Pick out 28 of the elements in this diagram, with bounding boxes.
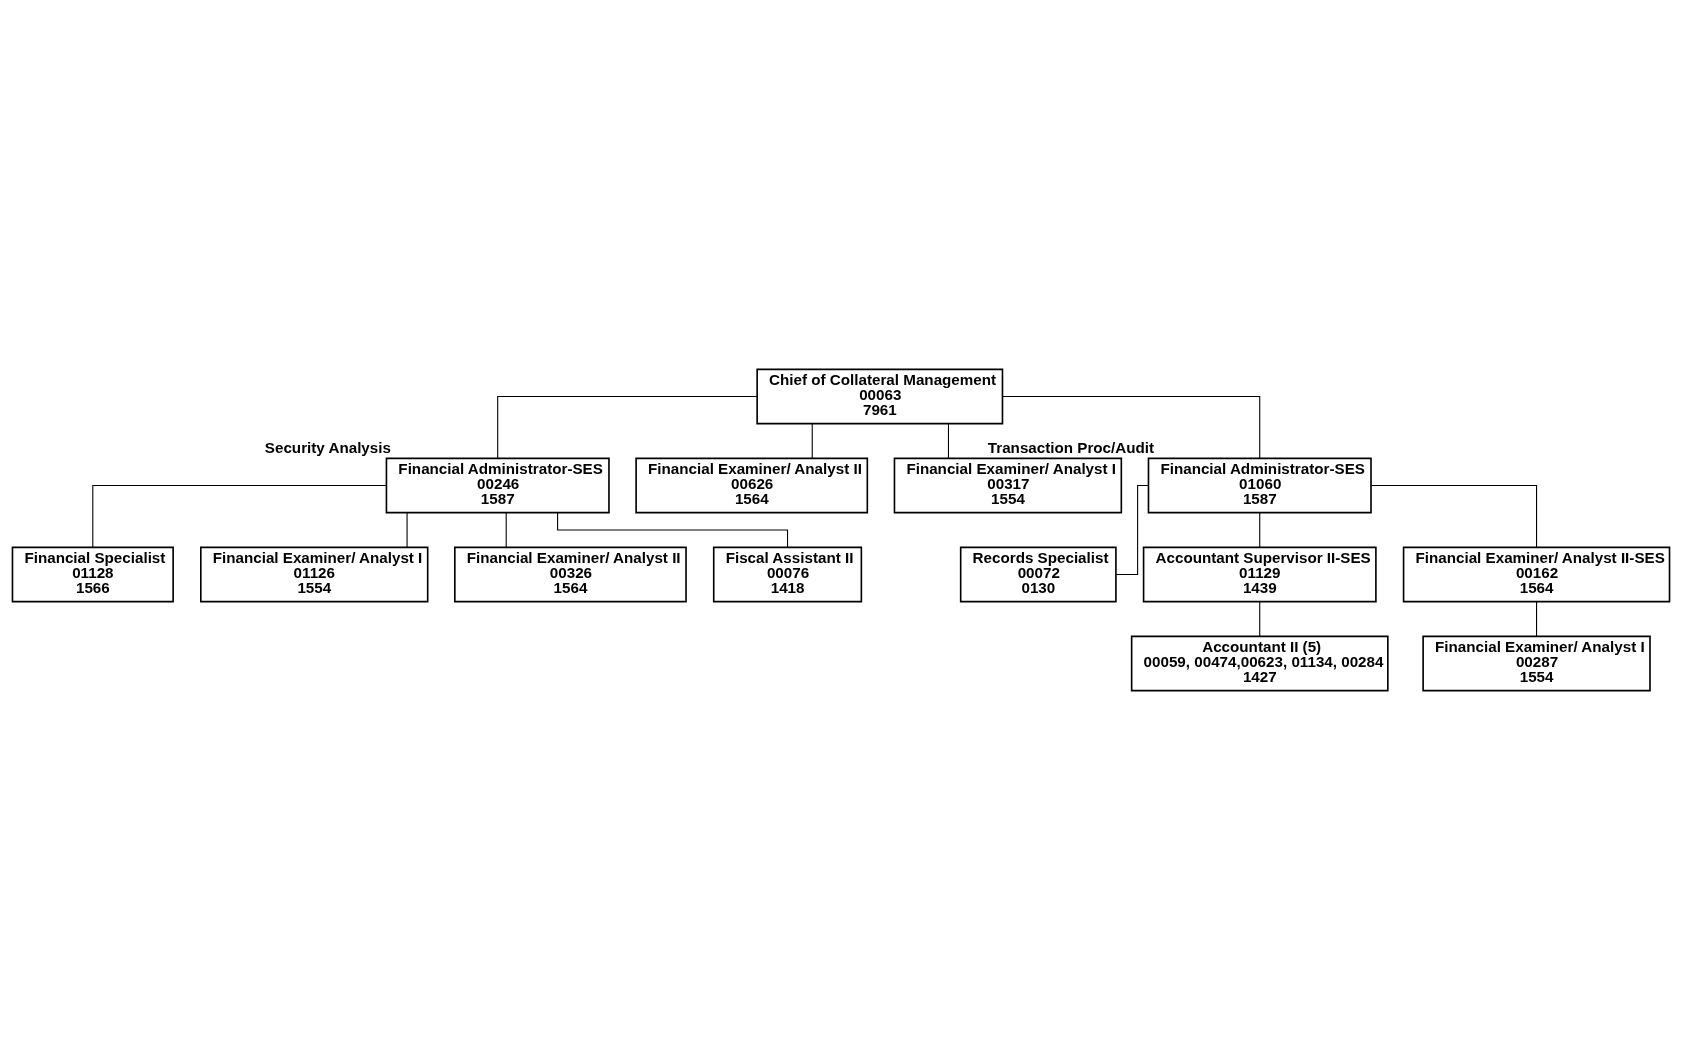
connector (92, 484, 387, 548)
connector (1002, 395, 1261, 459)
connector (1259, 512, 1261, 548)
node-box: Financial Examiner/ Analyst I 01126 1554 (200, 546, 429, 603)
connector (1536, 601, 1538, 637)
node-label: Security Analysis (264, 439, 391, 457)
node-box: Financial Examiner/ Analyst I 00317 1554 (893, 457, 1123, 514)
connector (406, 512, 408, 548)
node-box: Financial Examiner/ Analyst II 00326 1564 (454, 546, 687, 603)
connector (1115, 484, 1149, 576)
connector (947, 423, 949, 459)
node-box: Financial Examiner/ Analyst I 00287 1554 (1422, 635, 1651, 692)
node-box: Fiscal Assistant II 00076 1418 (712, 546, 863, 603)
node-box: Accountant Supervisor II-SES 01129 1439 (1142, 546, 1377, 603)
connector (505, 512, 507, 548)
node-box: Records Specialist 00072 0130 (959, 546, 1117, 603)
node-box: Accountant II (5) 00059, 00474,00623, 01134, 00284 1427 (1130, 635, 1389, 692)
node-box: Financial Examiner/ Analyst II-SES 00162 1564 (1402, 546, 1671, 603)
connector (1370, 484, 1538, 548)
connector (811, 423, 813, 459)
connector (1259, 601, 1261, 637)
node-box: Financial Examiner/ Analyst II 00626 1564 (635, 457, 869, 514)
connector (497, 395, 758, 459)
node-box: Financial Specialist 01128 1566 (11, 546, 174, 603)
node-box: Financial Administrator-SES 01060 1587 (1147, 457, 1372, 514)
node-box: Chief of Collateral Management 00063 7961 (756, 368, 1004, 425)
node-box: Financial Administrator-SES 00246 1587 (385, 457, 610, 514)
node-label: Transaction Proc/Audit (987, 439, 1155, 457)
